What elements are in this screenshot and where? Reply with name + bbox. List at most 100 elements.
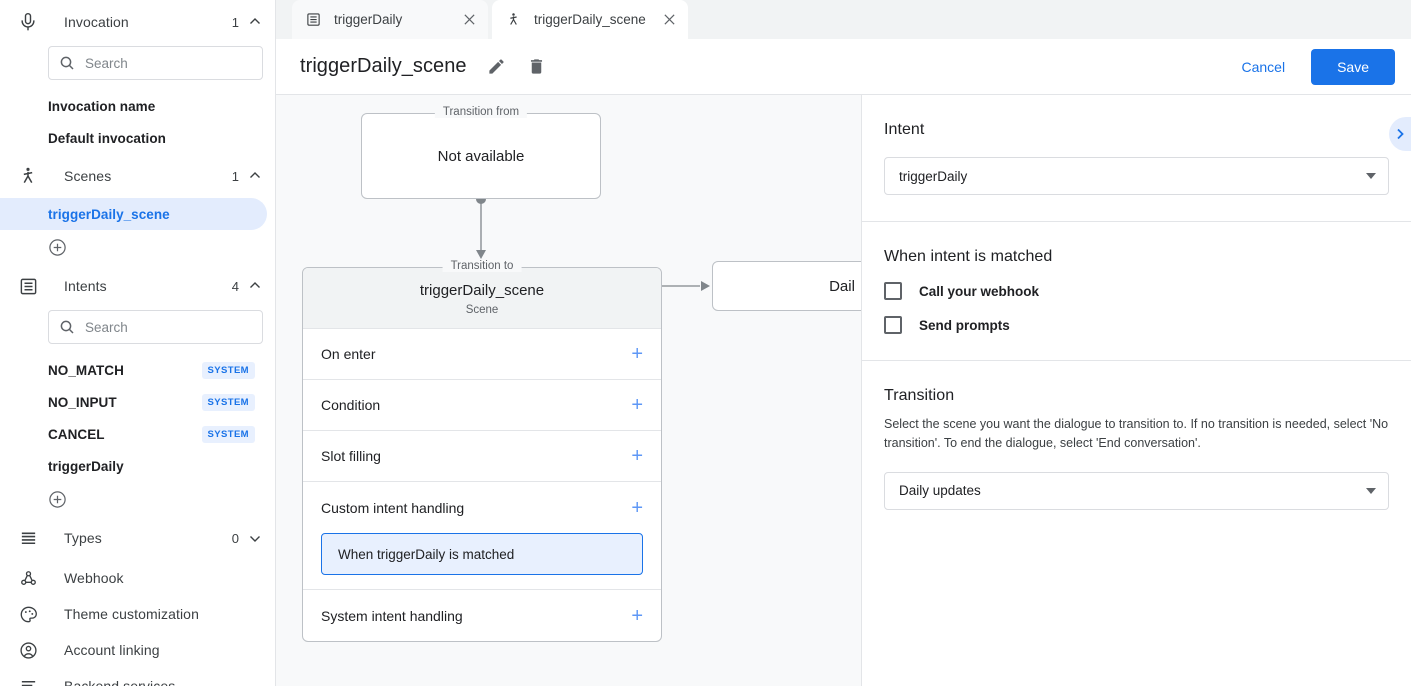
main-area: triggerDaily triggerDaily_scene triggerD… <box>276 0 1411 686</box>
scene-row-slot-filling[interactable]: Slot filling + <box>303 431 661 482</box>
close-icon[interactable] <box>660 11 678 29</box>
sidebar-section-count: 0 <box>231 530 239 546</box>
chevron-down-icon <box>1366 173 1376 179</box>
sidebar-item-cancel[interactable]: CANCEL SYSTEM <box>0 418 267 450</box>
cancel-button[interactable]: Cancel <box>1227 51 1299 83</box>
sidebar-item-backend-services[interactable]: Backend services <box>0 668 275 686</box>
sidebar-item-no-input[interactable]: NO_INPUT SYSTEM <box>0 386 267 418</box>
tab-triggerdaily-scene[interactable]: triggerDaily_scene <box>492 0 688 39</box>
chevron-up-icon[interactable] <box>249 170 261 182</box>
add-scene-button[interactable] <box>0 230 275 264</box>
add-icon[interactable]: + <box>631 343 643 365</box>
intent-handler-label: When triggerDaily is matched <box>338 546 515 562</box>
add-icon[interactable]: + <box>631 445 643 467</box>
add-icon[interactable]: + <box>631 394 643 416</box>
sidebar-item-invocation-name[interactable]: Invocation name <box>0 90 267 122</box>
pencil-icon[interactable] <box>487 57 507 77</box>
chevron-down-icon[interactable] <box>249 532 261 544</box>
scene-node-title: triggerDaily_scene <box>419 282 545 299</box>
body-split: Transition from Not available Transition… <box>276 95 1411 686</box>
intents-icon <box>16 274 40 298</box>
close-icon[interactable] <box>460 11 478 29</box>
sidebar-item-label: Default invocation <box>48 130 166 146</box>
transition-description: Select the scene you want the dialogue t… <box>884 417 1389 451</box>
scene-node[interactable]: Transition to triggerDaily_scene Scene O… <box>302 260 662 642</box>
scene-icon <box>506 12 522 28</box>
sidebar-section-invocation[interactable]: Invocation 1 <box>0 0 275 44</box>
transition-target-node[interactable]: Tr Dail <box>712 261 861 311</box>
checkbox-row-send-prompts[interactable]: Send prompts <box>884 316 1389 334</box>
sidebar-section-count: 4 <box>231 278 239 294</box>
add-intent-button[interactable] <box>0 482 275 516</box>
intent-handler-chip[interactable]: When triggerDaily is matched <box>321 533 643 575</box>
scene-row-label: System intent handling <box>321 607 463 624</box>
invocation-search-input[interactable]: Search <box>48 46 263 80</box>
scene-node-header: triggerDaily_scene Scene <box>303 268 661 329</box>
sidebar-item-label: Backend services <box>64 678 176 686</box>
webhook-icon <box>16 566 40 590</box>
account-icon <box>16 638 40 662</box>
checkbox-call-your-webhook[interactable] <box>884 282 902 300</box>
scene-row-label: Slot filling <box>321 448 381 464</box>
sidebar-section-scenes[interactable]: Scenes 1 <box>0 154 275 198</box>
sidebar-item-label: triggerDaily <box>48 458 124 474</box>
status-badge: SYSTEM <box>201 425 255 443</box>
transition-from-value: Not available <box>437 147 525 165</box>
sidebar-section-label: Types <box>64 530 102 546</box>
node-legend: Transition to <box>442 260 522 272</box>
intents-search-placeholder: Search <box>85 319 128 335</box>
trash-icon[interactable] <box>527 57 547 77</box>
sidebar-item-triggerdaily-scene[interactable]: triggerDaily_scene <box>0 198 267 230</box>
scene-row-on-enter[interactable]: On enter + <box>303 329 661 380</box>
sidebar-section-count: 1 <box>231 168 239 184</box>
scene-row-custom-intent-handling[interactable]: Custom intent handling + <box>303 482 661 533</box>
sidebar-section-label: Intents <box>64 278 107 294</box>
status-badge: SYSTEM <box>201 393 255 411</box>
sidebar-item-triggerdaily[interactable]: triggerDaily <box>0 450 267 482</box>
tab-triggerdaily[interactable]: triggerDaily <box>292 0 488 39</box>
page-title: triggerDaily_scene <box>300 55 467 77</box>
intent-select[interactable]: triggerDaily <box>884 157 1389 195</box>
sidebar-item-theme-customization[interactable]: Theme customization <box>0 596 275 632</box>
add-icon[interactable]: + <box>631 604 643 627</box>
sidebar-item-label: Invocation name <box>48 98 156 114</box>
left-sidebar: Invocation 1 Search Invocation name Defa… <box>0 0 276 686</box>
transition-target-value: Dail <box>829 277 855 295</box>
sidebar-item-account-linking[interactable]: Account linking <box>0 632 275 668</box>
scene-group-custom-intent-handling: Custom intent handling + When triggerDai… <box>303 482 661 590</box>
add-icon[interactable]: + <box>631 496 643 519</box>
node-legend: Transition from <box>434 106 528 118</box>
sidebar-item-label: Theme customization <box>64 606 199 622</box>
scene-row-label: Condition <box>321 397 381 413</box>
checkbox-row-call-your-webhook[interactable]: Call your webhook <box>884 282 1389 300</box>
panel-section-intent: Intent triggerDaily <box>862 95 1411 222</box>
scene-canvas[interactable]: Transition from Not available Transition… <box>276 95 862 686</box>
save-button[interactable]: Save <box>1311 48 1395 85</box>
chevron-up-icon[interactable] <box>249 16 261 28</box>
scene-node-subtitle: Scene <box>465 304 499 316</box>
checkbox-send-prompts[interactable] <box>884 316 902 334</box>
tab-label: triggerDaily_scene <box>534 12 646 27</box>
sidebar-item-webhook[interactable]: Webhook <box>0 560 275 596</box>
transition-select[interactable]: Daily updates <box>884 471 1389 510</box>
palette-icon <box>16 602 40 626</box>
sidebar-section-intents[interactable]: Intents 4 <box>0 264 275 308</box>
sidebar-item-default-invocation[interactable]: Default invocation <box>0 122 267 154</box>
status-badge: SYSTEM <box>201 361 255 379</box>
sidebar-item-no-match[interactable]: NO_MATCH SYSTEM <box>0 354 267 386</box>
properties-panel: Intent triggerDaily When intent is match… <box>862 95 1411 686</box>
chevron-right-icon[interactable] <box>1389 117 1411 151</box>
intents-search-input[interactable]: Search <box>48 310 263 344</box>
scene-row-condition[interactable]: Condition + <box>303 380 661 431</box>
tab-strip: triggerDaily triggerDaily_scene <box>276 0 1411 39</box>
checkbox-label: Call your webhook <box>919 283 1040 299</box>
chevron-up-icon[interactable] <box>249 280 261 292</box>
scene-row-label: On enter <box>321 346 376 362</box>
tab-label: triggerDaily <box>334 12 403 27</box>
sidebar-section-types[interactable]: Types 0 <box>0 516 275 560</box>
scene-icon <box>16 164 40 188</box>
search-icon <box>59 55 75 71</box>
scene-row-system-intent-handling[interactable]: System intent handling + <box>303 590 661 641</box>
transition-from-node[interactable]: Transition from Not available <box>361 106 601 199</box>
